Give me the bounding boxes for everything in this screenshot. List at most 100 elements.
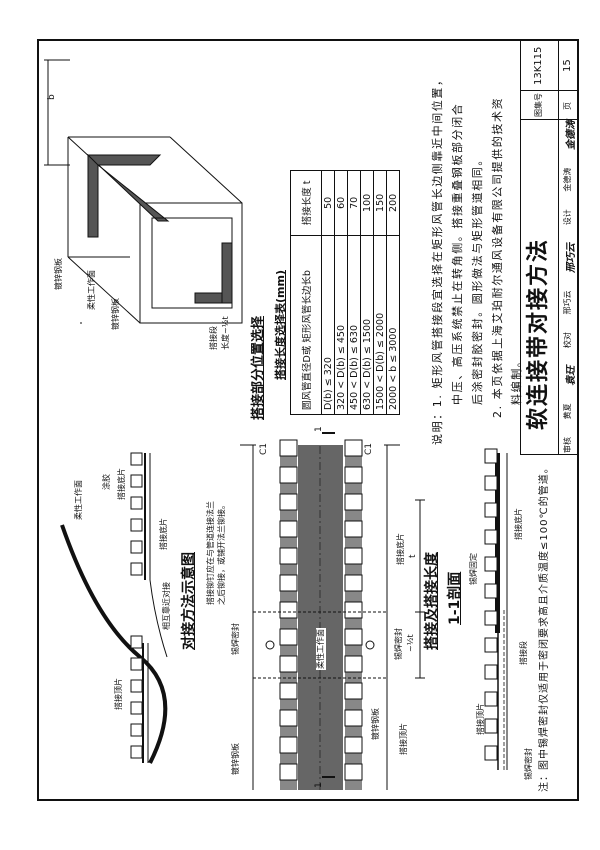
overlap-square [279, 763, 298, 781]
overlap-square [344, 439, 363, 457]
overlap-square [344, 736, 363, 754]
duct-edge [67, 256, 141, 324]
plate-label: 镀锌钢板 [371, 708, 380, 740]
sheet-border [37, 39, 579, 801]
solder-seal-label: 锡焊密封 [524, 748, 533, 780]
overlap-square [130, 518, 143, 532]
overlap-square [130, 723, 143, 737]
note-line: 中压、高压系统禁止在转角侧。搭接重叠钢板部分闭合 [451, 102, 464, 405]
overlap-square [130, 635, 143, 649]
section-mark: 1 [314, 426, 324, 432]
overlap-square [279, 520, 298, 538]
overlap-square [484, 529, 498, 545]
plate-label: 镀锌钢板 [54, 258, 63, 290]
flex-face-label: 柔性工作面 [87, 270, 96, 310]
overlap-square [344, 466, 363, 484]
atlas-number: 13K115 [533, 46, 544, 85]
signature-row: 审核 黄夏 袁玨 校对 邢巧云 邢巧云 设计 金德涛 金德涛 [562, 120, 577, 453]
note-line: 说明：1. 矩形风管搭接段宜选择在矩形风管长边侧靠近中间位置， [431, 73, 444, 445]
overlap-square [279, 574, 298, 592]
table-cell: 70 [347, 170, 361, 236]
overlap-square [279, 439, 298, 457]
glue-label: 涂胶 [102, 474, 111, 490]
table-cell: 150 [373, 170, 387, 236]
table-cell: 60 [334, 170, 348, 236]
solder-seal-label: 锡焊密封 [231, 623, 240, 655]
flex-band [298, 445, 343, 790]
note-line: 2. 本页依据上海艾珀耐尔通风设备有限公司提供的技术资 [491, 96, 504, 418]
rivet-note: 搭接铆钉应在与管道连接法兰之后铆接，或铺开法兰铆接。 [206, 501, 226, 605]
rivet-mark [365, 640, 375, 650]
overlap-square [484, 637, 498, 653]
overlap-square [130, 452, 143, 466]
table-cell: 450 < D(b) ≤ 630 [347, 235, 361, 415]
sig-name: 邢巧云 [563, 290, 572, 315]
duct-edge [169, 136, 243, 204]
overlap-square [344, 628, 363, 646]
signature: 袁玨 [566, 365, 577, 386]
overlap-len-label: 长度~½t [221, 316, 230, 350]
overlap-square [130, 679, 143, 693]
flex-face-arc [60, 524, 168, 764]
overlap-square [484, 556, 498, 572]
overlap-square [279, 601, 298, 619]
page-number: 15 [562, 59, 573, 72]
overlap-square [344, 574, 363, 592]
top-sheet-label: 搭接顶片 [114, 678, 123, 710]
atlas-number-label: 图集号 [534, 93, 543, 117]
signature: 金德涛 [566, 120, 577, 150]
overlap-square [344, 682, 363, 700]
overlap-square [279, 736, 298, 754]
table-header: 搭接长度 t [290, 170, 322, 236]
schematic-heading: 对接方法示意图 [181, 552, 197, 650]
overlap-square [344, 601, 363, 619]
overlap-square [484, 475, 498, 491]
overlap-square [344, 493, 363, 511]
table-cell: 50 [321, 170, 335, 236]
overlap-square [279, 628, 298, 646]
sig-name: 金德涛 [563, 167, 572, 192]
mutual-label: 相互靠近对接 [162, 582, 171, 630]
overlap-square [484, 583, 498, 599]
plate-label: 镀锌钢板 [231, 743, 240, 775]
section-mark: 1 [314, 782, 324, 788]
overlap-square [484, 718, 498, 734]
table-cell: D(b) ≤ 320 [321, 235, 335, 415]
table-cell: 2000 < b ≤ 3000 [386, 235, 400, 415]
table-cell: 200 [386, 170, 400, 236]
overlap-square [130, 540, 143, 554]
rivet-mark [265, 640, 275, 650]
overlap-square [484, 502, 498, 518]
overlap-seg-label: 搭接段 [519, 641, 528, 665]
overlap-square [484, 664, 498, 680]
table-header: 圆风管直径D或 矩形风管长边长b [290, 235, 322, 415]
top-sheet-label: 搭接顶片 [399, 723, 408, 755]
table-title: 搭接长度选择表(mm) [274, 270, 287, 380]
table-cell: 630 < D(b) ≤ 1500 [360, 235, 374, 415]
flex-band-inner [221, 242, 233, 304]
top-sheet-label: 搭接顶片 [476, 703, 485, 735]
overlap-square [344, 655, 363, 673]
table-cell: 1500 < D(b) ≤ 2000 [373, 235, 387, 415]
position-heading: 搭接部分位置选择 [251, 315, 266, 420]
flex-band [87, 153, 170, 238]
overlap-square [484, 691, 498, 707]
solder-label: 锡焊密封 [394, 628, 403, 660]
overlap-seg-label: 搭接段 [209, 326, 218, 350]
thin-curve [149, 579, 168, 658]
duct-front-face [139, 202, 243, 324]
dim-b-label: b [47, 94, 57, 100]
t-label: t [408, 554, 418, 558]
section-heading: 1-1剖面 [447, 571, 463, 625]
overlap-square [130, 496, 143, 510]
table-cell: 320 < D(b) ≤ 450 [334, 235, 348, 415]
overlap-square [484, 448, 498, 464]
sig-role: 审核 [563, 437, 572, 453]
overlap-square [279, 493, 298, 511]
